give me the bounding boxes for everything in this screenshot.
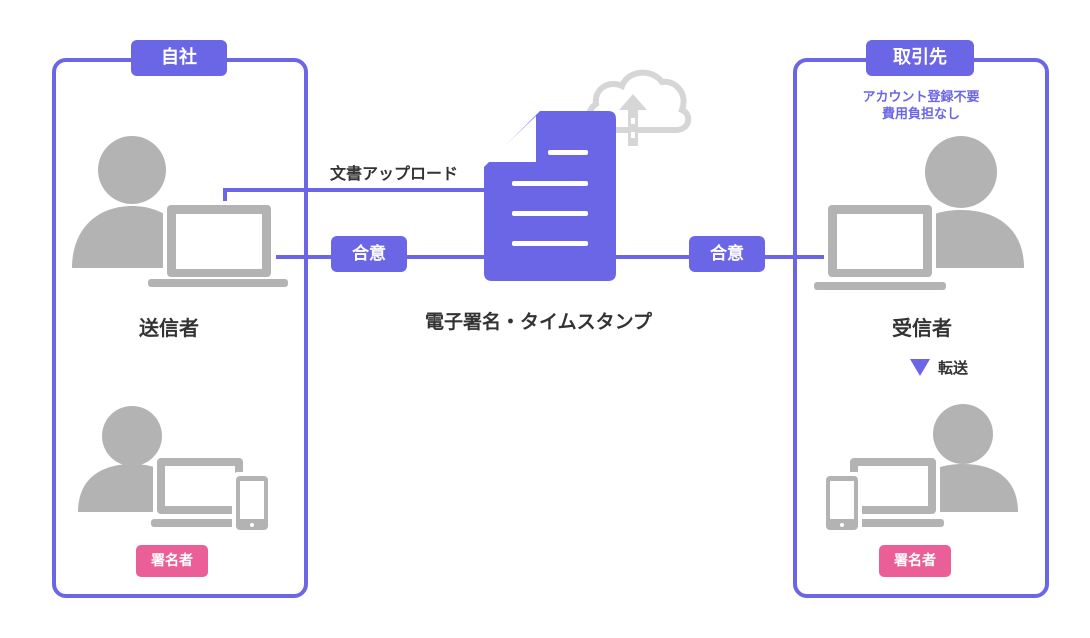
sender-label: 送信者 bbox=[139, 316, 199, 340]
partner-note-line1: アカウント登録不要 bbox=[862, 90, 980, 105]
partner-note-line2: 費用負担なし bbox=[881, 107, 960, 122]
partner-note: アカウント登録不要 費用負担なし bbox=[836, 89, 1006, 123]
sender-person-icon bbox=[72, 136, 192, 268]
own-signer-badge: 署名者 bbox=[136, 545, 208, 577]
document-icon bbox=[484, 111, 616, 281]
partner-signer-badge: 署名者 bbox=[879, 545, 951, 577]
partner-tab: 取引先 bbox=[866, 40, 974, 76]
forward-arrow-icon bbox=[910, 359, 930, 376]
receiver-laptop-icon bbox=[814, 201, 946, 290]
partner-signer-phone-icon bbox=[822, 472, 862, 534]
own-signer-monitor-icon bbox=[151, 454, 251, 527]
agree-left-badge: 合意 bbox=[331, 236, 407, 272]
forward-label: 転送 bbox=[938, 359, 969, 377]
document-caption: 電子署名・タイムスタンプ bbox=[425, 311, 653, 333]
own-signer-phone-icon bbox=[232, 472, 272, 534]
agree-right-badge: 合意 bbox=[689, 236, 765, 272]
own-company-tab: 自社 bbox=[131, 40, 227, 76]
cloud-upload-icon bbox=[586, 69, 692, 146]
receiver-label: 受信者 bbox=[892, 316, 952, 340]
sender-laptop-icon bbox=[148, 201, 288, 287]
upload-label: 文書アップロード bbox=[330, 164, 459, 183]
partner-signer-monitor-icon bbox=[844, 454, 944, 527]
